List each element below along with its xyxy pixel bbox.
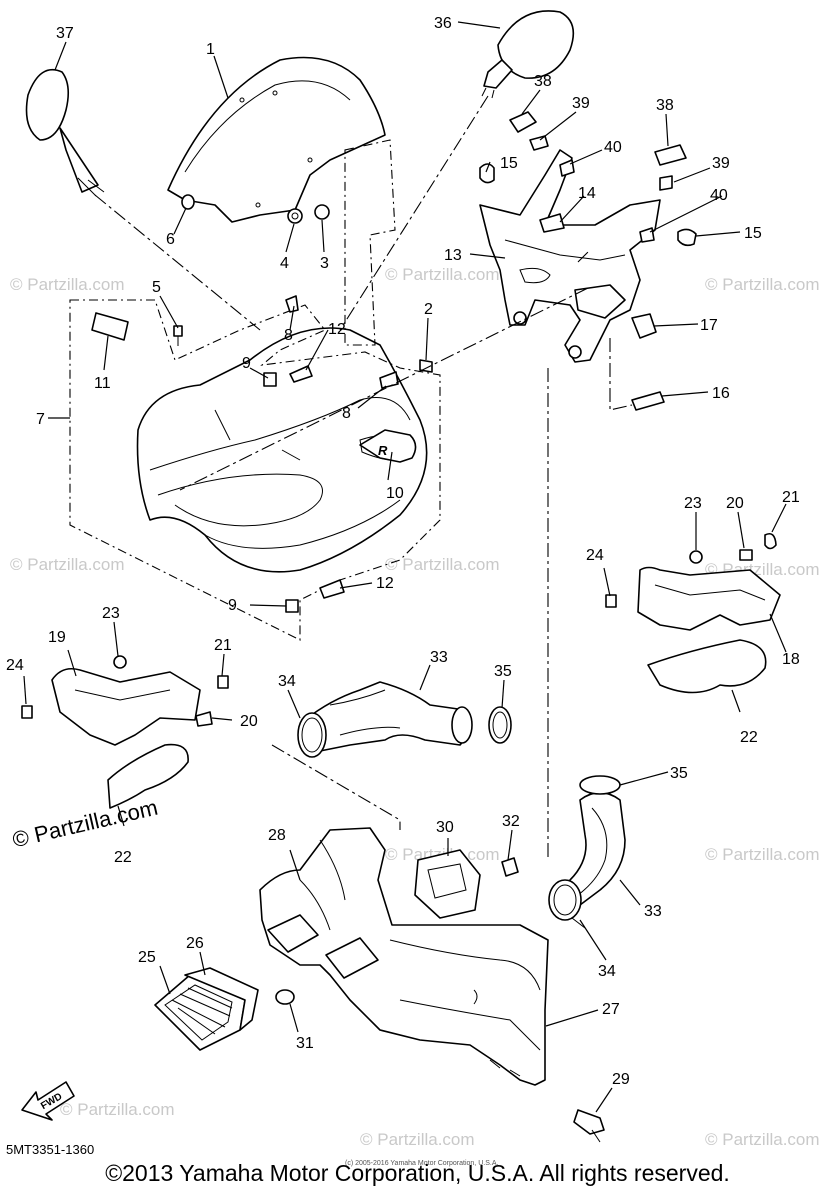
callout-18: 18 [782,651,800,668]
callout-4: 4 [280,255,289,272]
windscreen-boundary [344,139,396,346]
r1-emblem: R [359,429,417,463]
callout-35: 35 [670,765,688,782]
callout-39: 39 [712,155,730,172]
callout-7: 7 [36,411,45,428]
callout-36: 36 [434,15,452,32]
callout-14: 14 [578,185,596,202]
callout-35: 35 [494,663,512,680]
callout-10: 10 [386,485,404,502]
copyright-notice: ©2013 Yamaha Motor Corporation, U.S.A. A… [105,1160,730,1186]
callout-3: 3 [320,255,329,272]
callout-33: 33 [430,649,448,666]
callout-12: 12 [328,321,346,338]
callout-38: 38 [534,73,552,90]
left-inner-panel [21,655,229,809]
callout-40: 40 [710,187,728,204]
callout-16: 16 [712,385,730,402]
callout-20: 20 [240,713,258,730]
callout-22: 22 [740,729,758,746]
callout-40: 40 [604,139,622,156]
callout-30: 30 [436,819,454,836]
callout-15: 15 [744,225,762,242]
small-fittings [275,989,605,1143]
callout-15: 15 [500,155,518,172]
watermark: © Partzilla.com [60,1100,175,1119]
left-mirror [25,68,105,197]
callout-27: 27 [602,1001,620,1018]
callout-19: 19 [48,629,66,646]
callout-23: 23 [102,605,120,622]
watermark: © Partzilla.com [10,555,125,574]
callout-17: 17 [700,317,718,334]
assembly-boundary [69,299,441,641]
upper-air-duct [297,681,512,758]
watermark: © Partzilla.com [385,555,500,574]
duct-joint [414,849,519,919]
watermark: © Partzilla.com [360,1130,475,1149]
callout-21: 21 [214,637,232,654]
callout-34: 34 [278,673,296,690]
callout-6: 6 [166,231,175,248]
intake-grille [154,967,259,1051]
callout-9: 9 [242,355,251,372]
fastener-group [91,194,433,613]
callout-37: 37 [56,25,74,42]
callout-23: 23 [684,495,702,512]
callout-31: 31 [296,1035,314,1052]
diagram-code: 5MT3351-1360 [6,1142,95,1157]
callout-11: 11 [94,375,111,392]
callout-1: 1 [206,41,215,58]
right-mirror [481,10,575,99]
callout-38: 38 [656,97,674,114]
callout-28: 28 [268,827,286,844]
callout-2: 2 [424,301,433,318]
callout-39: 39 [572,95,590,112]
watermark: © Partzilla.com [705,275,820,294]
callout-9: 9 [228,597,237,614]
bracket-hardware [479,111,697,411]
front-cowling [136,327,428,573]
watermark: © Partzilla.com [385,265,500,284]
svg-text:R: R [378,443,388,458]
callout-8: 8 [342,405,351,422]
callout-21: 21 [782,489,800,506]
callout-22: 22 [114,849,132,866]
fwd-arrow: FWD [21,1081,75,1121]
callout-labels: 1 2 3 4 5 6 7 8 8 9 9 10 11 12 12 13 14 … [6,15,800,1088]
watermark: © Partzilla.com [10,275,125,294]
intake-duct-body [259,827,549,1086]
reference-lines [94,95,633,860]
callout-leaders [23,21,787,1113]
callout-33: 33 [644,903,662,920]
lower-air-duct [548,775,626,929]
windscreen [167,56,386,223]
watermark: © Partzilla.com [705,845,820,864]
callout-34: 34 [598,963,616,980]
callout-13: 13 [444,247,462,264]
small-notice: (c) 2005-2016 Yamaha Motor Corporation, … [345,1160,499,1167]
callout-20: 20 [726,495,744,512]
callout-26: 26 [186,935,204,952]
callout-5: 5 [152,279,161,296]
callout-24: 24 [586,547,604,564]
callout-25: 25 [138,949,156,966]
callout-32: 32 [502,813,520,830]
watermark: © Partzilla.com [705,1130,820,1149]
callout-12: 12 [376,575,394,592]
callout-24: 24 [6,657,24,674]
callout-29: 29 [612,1071,630,1088]
right-inner-panel [605,532,781,694]
cowling-stay-bracket [479,149,661,363]
callout-8: 8 [284,327,293,344]
